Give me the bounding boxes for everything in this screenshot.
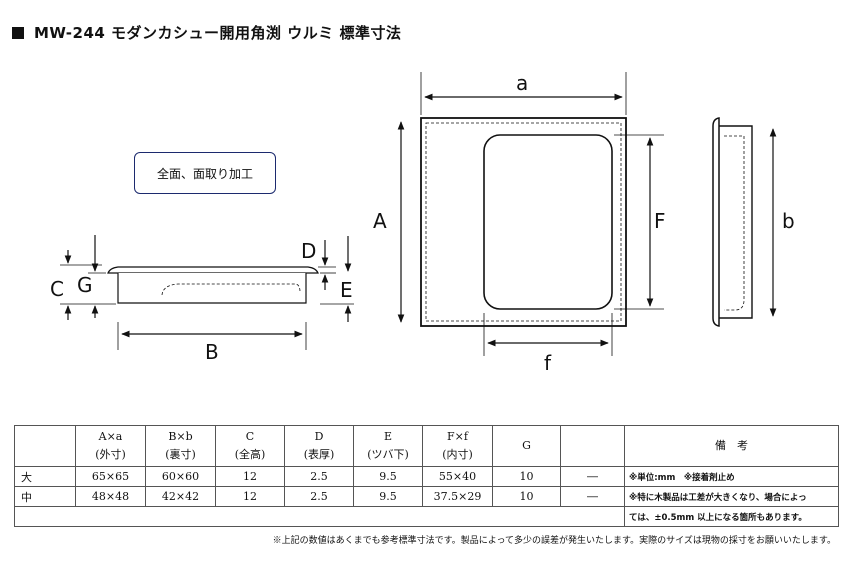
table-cell: 48×48 (75, 486, 146, 507)
side-profile-hidden (161, 283, 301, 296)
side-profile-body (117, 273, 307, 304)
right-view-hidden (724, 135, 745, 311)
header-cell: C(全高) (215, 425, 285, 467)
note-box: 全面、面取り加工 (134, 152, 276, 194)
remarks-line: ※単位:mm ※接着剤止め (624, 466, 839, 487)
header-cell: G (492, 425, 561, 467)
label-a-large: A (373, 209, 387, 233)
table-empty-row (14, 506, 625, 527)
table-row: ては、±0.5mm 以上になる箇所もあります。 (14, 506, 839, 527)
label-d: D (301, 239, 316, 263)
table-cell: 2.5 (284, 466, 354, 487)
table-cell: 9.5 (353, 466, 423, 487)
front-view-inner-dashed (425, 122, 622, 322)
table-cell: ― (560, 486, 625, 507)
table-cell: 10 (492, 486, 561, 507)
table-cell: 37.5×29 (422, 486, 493, 507)
table-cell: ― (560, 466, 625, 487)
row-name: 大 (14, 466, 76, 487)
label-c: C (50, 277, 64, 301)
table-cell: 12 (215, 466, 285, 487)
header-cell: B×b(裏寸) (145, 425, 216, 467)
footnote: ※上記の数値はあくまでも参考標準寸法です。製品によって多少の誤差が発生いたします… (272, 536, 836, 546)
front-view-outer (420, 117, 627, 327)
label-e: E (340, 278, 353, 302)
header-cell: D(表厚) (284, 425, 354, 467)
right-view-body (719, 125, 753, 319)
remarks-line: ては、±0.5mm 以上になる箇所もあります。 (624, 506, 839, 527)
label-a-small: a (516, 71, 528, 95)
label-f-large: F (654, 209, 666, 233)
header-remarks: 備 考 (624, 425, 839, 467)
side-profile-flange (107, 266, 319, 274)
table-cell: 60×60 (145, 466, 216, 487)
label-b-small: b (782, 209, 795, 233)
table-cell: 9.5 (353, 486, 423, 507)
table-cell: 2.5 (284, 486, 354, 507)
title-text: MW-244 モダンカシュー開用角渕 ウルミ 標準寸法 (34, 24, 402, 42)
table-row: 大 65×65 60×60 12 2.5 9.5 55×40 10 ― ※単位:… (14, 466, 839, 487)
square-bullet-icon (12, 27, 24, 39)
label-f-small: f (544, 351, 552, 375)
label-b-large: B (205, 340, 219, 364)
table-cell: 42×42 (145, 486, 216, 507)
dimension-diagram: a A F f b B C G D E (50, 71, 795, 375)
table-cell: 55×40 (422, 466, 493, 487)
row-name: 中 (14, 486, 76, 507)
remarks-line: ※特に木製品は工差が大きくなり、場合によっ (624, 486, 839, 507)
header-cell: F×f(内寸) (422, 425, 493, 467)
label-g: G (77, 273, 93, 297)
table-cell: 10 (492, 466, 561, 487)
note-box-text: 全面、面取り加工 (156, 166, 253, 181)
right-view-flange (712, 117, 720, 327)
header-blank (14, 425, 76, 467)
table-cell: 65×65 (75, 466, 146, 487)
table-header-row: A×a(外寸) B×b(裏寸) C(全高) D(表厚) E(ツバ下) F×f(内… (14, 425, 839, 467)
spec-table: A×a(外寸) B×b(裏寸) C(全高) D(表厚) E(ツバ下) F×f(内… (14, 425, 839, 527)
front-view-opening (483, 134, 613, 310)
header-cell: E(ツバ下) (353, 425, 423, 467)
table-cell: 12 (215, 486, 285, 507)
header-blank (560, 425, 625, 467)
table-row: 中 48×48 42×42 12 2.5 9.5 37.5×29 10 ― ※特… (14, 486, 839, 507)
page-title: MW-244 モダンカシュー開用角渕 ウルミ 標準寸法 (12, 22, 402, 43)
header-cell: A×a(外寸) (75, 425, 146, 467)
